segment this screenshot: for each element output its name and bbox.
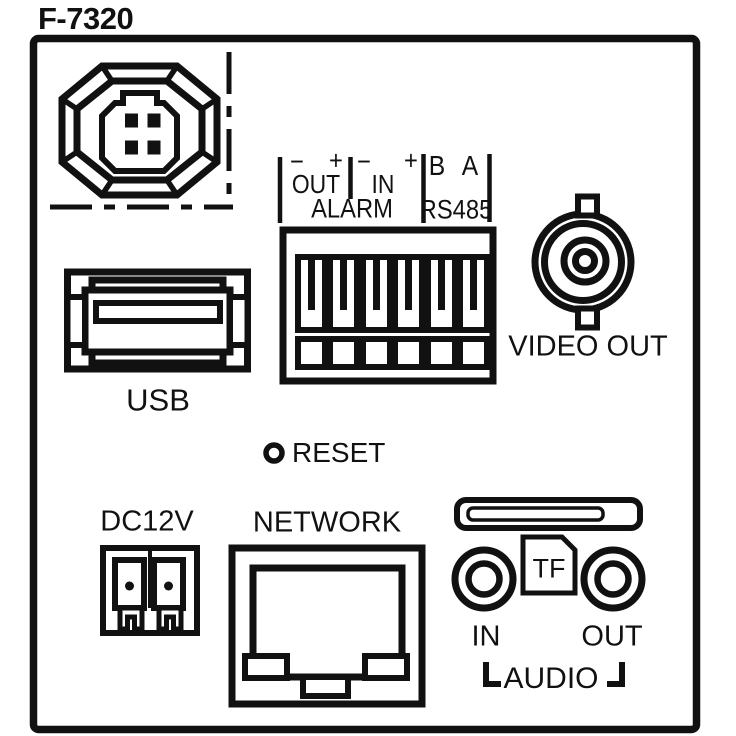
dashed-zone-border [50, 52, 233, 210]
audio-in-jack-icon [451, 546, 517, 612]
alarm-in-minus-label: − [357, 146, 371, 177]
audio-bracket-right [607, 662, 625, 687]
video-out-label: VIDEO OUT [508, 330, 668, 363]
rs485-a-label: A [461, 150, 479, 181]
alarm-label: ALARM [311, 193, 393, 224]
rs485-b-label: B [428, 150, 446, 181]
audio-out-label: OUT [581, 620, 643, 653]
alarm-in-label: IN [371, 169, 395, 199]
alarm-out-label: OUT [291, 169, 341, 199]
rs485-label: RS485 [419, 194, 493, 225]
dc12v-label: DC12V [100, 505, 194, 538]
tf-label: TF [532, 553, 566, 584]
dc12v-terminal-icon [100, 545, 200, 636]
model-title: F-7320 [38, 1, 134, 36]
aviation-connector-icon [58, 62, 221, 199]
usb-label: USB [126, 382, 190, 418]
audio-bracket-left [483, 662, 501, 687]
audio-in-label: IN [471, 620, 501, 653]
audio-label: AUDIO [503, 662, 599, 695]
bnc-connector-icon [531, 193, 635, 331]
terminal-block-icon [279, 226, 497, 385]
alarm-in-plus-label: + [404, 145, 418, 176]
usb-port-icon [64, 268, 251, 373]
panel-outline [29, 34, 701, 734]
network-label: NETWORK [252, 506, 402, 539]
tf-card-icon [520, 534, 578, 596]
reset-label: RESET [292, 437, 386, 468]
audio-out-jack-icon [580, 546, 646, 612]
alarm-out-plus-label: + [329, 145, 343, 176]
alarm-header-dividers [277, 154, 492, 223]
aviation-pins [125, 113, 161, 155]
reset-button-icon[interactable] [263, 442, 285, 464]
tf-card-slot-icon [454, 497, 643, 531]
alarm-out-minus-label: − [290, 146, 304, 177]
rj45-jack-icon [228, 544, 426, 708]
